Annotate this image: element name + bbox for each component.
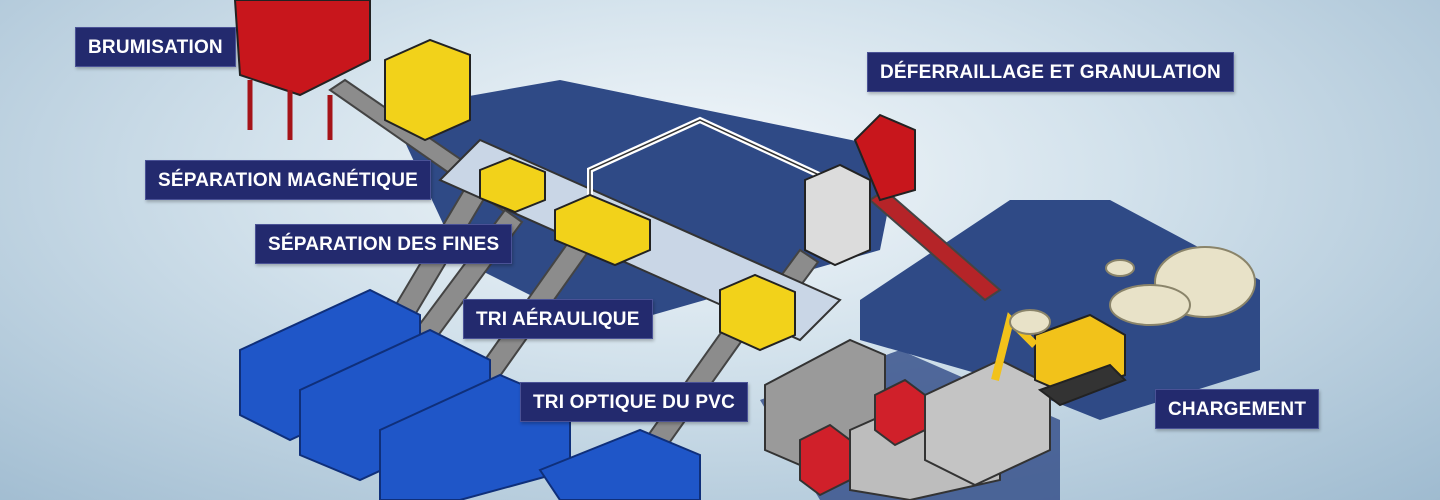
label-tri-aeraulique: TRI AÉRAULIQUE <box>463 299 653 339</box>
rock-piles <box>1009 246 1256 335</box>
trucks <box>764 338 1051 500</box>
label-separation-magnetique: SÉPARATION MAGNÉTIQUE <box>145 160 432 200</box>
yellow-machines <box>384 38 796 352</box>
ground-area <box>390 80 900 330</box>
label-chargement: CHARGEMENT <box>1155 389 1320 429</box>
label-brumisation: BRUMISATION <box>75 27 236 67</box>
hopper-brumisation <box>233 0 371 140</box>
label-tri-optique: TRI OPTIQUE DU PVC <box>520 382 749 422</box>
label-separation-fines: SÉPARATION DES FINES <box>255 224 513 264</box>
label-deferraillage: DÉFERRAILLAGE ET GRANULATION <box>867 52 1234 92</box>
deferraillage-machine <box>804 113 916 267</box>
